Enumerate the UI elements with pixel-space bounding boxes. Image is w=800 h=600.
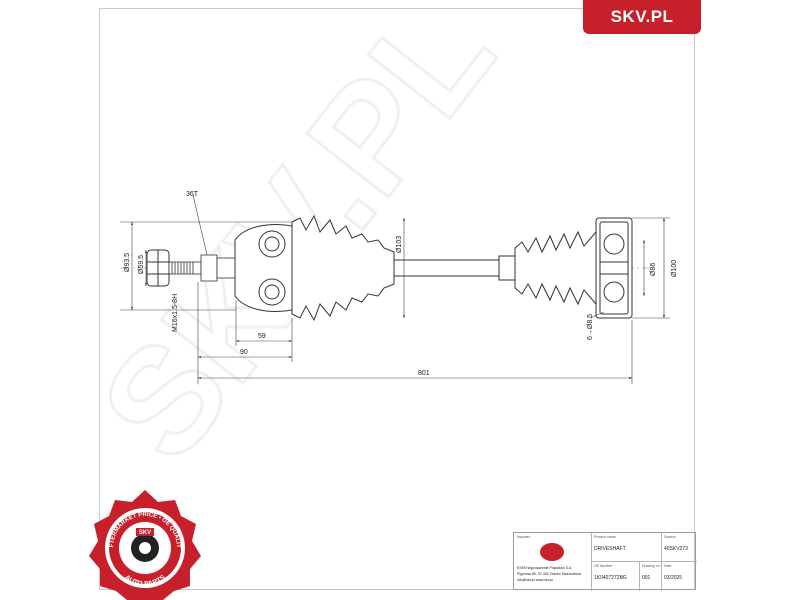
dim-flange-diameter: Ø100 [671,260,678,277]
inner-joint [595,217,633,319]
dim-outer-diameter: Ø93.5 [124,253,131,272]
drawing-frame [99,8,695,590]
dim-length-59: 59 [258,333,266,340]
threaded-stub [168,254,236,282]
symbol-cell: Symbol 40SKV273 Date 03/2025 [661,533,697,591]
symbol: 40SKV273 [664,546,688,552]
seal-center-text: SKV [139,530,151,536]
importer-address-line1: Pigwowa 89, 07-300 Ostrów Mazowiecka [517,572,582,576]
outer-cv-joint [234,224,293,312]
shaft [393,255,516,281]
dimension-lines [120,194,670,384]
brand-site-label: SKV.PL [610,7,674,26]
oe-number: 1K0407272BG [594,575,627,581]
drawing-no: 001 [642,575,651,581]
product-cell: Product name DRIVESHAFT OE Number 1K0407… [591,533,661,591]
dim-bolt-holes: 6→Ø8.5 [587,314,594,340]
drawing-no-label: Drawing no [642,564,660,568]
hub-nut [146,249,170,287]
outer-boot [291,214,395,322]
oe-number-label: OE Number [594,564,613,568]
importer-logo [540,543,564,561]
brand-tab[interactable]: SKV.PL [583,0,701,34]
dim-spline-count: 36T [186,191,199,198]
symbol-label: Symbol [664,535,676,539]
drawing-no-cell: Drawing no 001 [639,562,661,591]
importer-text: ESEN Wyposażenie Pojazdów S.A. [517,566,573,570]
dim-boot-diameter: Ø103 [396,236,403,253]
inner-boot [514,230,597,306]
dim-mid-diameter: Ø86 [650,263,657,276]
title-block-hline [591,561,697,562]
dim-thread: M16x1.5-8H [172,294,179,332]
importer-label: Importer [517,535,531,539]
dim-total-length: 801 [418,370,430,377]
date-label: Date [664,564,672,568]
importer-address-line2: info@skv.pl www.skv.pl [517,578,553,582]
date: 03/2025 [664,575,683,581]
gear-icon [131,534,159,562]
dim-inner-diameter: Ø59.5 [138,255,145,274]
dim-length-90: 90 [240,349,248,356]
product-name: DRIVESHAFT [594,546,626,552]
product-name-label: Product name [594,535,616,539]
title-block: Importer ESEN Wyposażenie Pojazdów S.A. … [513,532,697,591]
